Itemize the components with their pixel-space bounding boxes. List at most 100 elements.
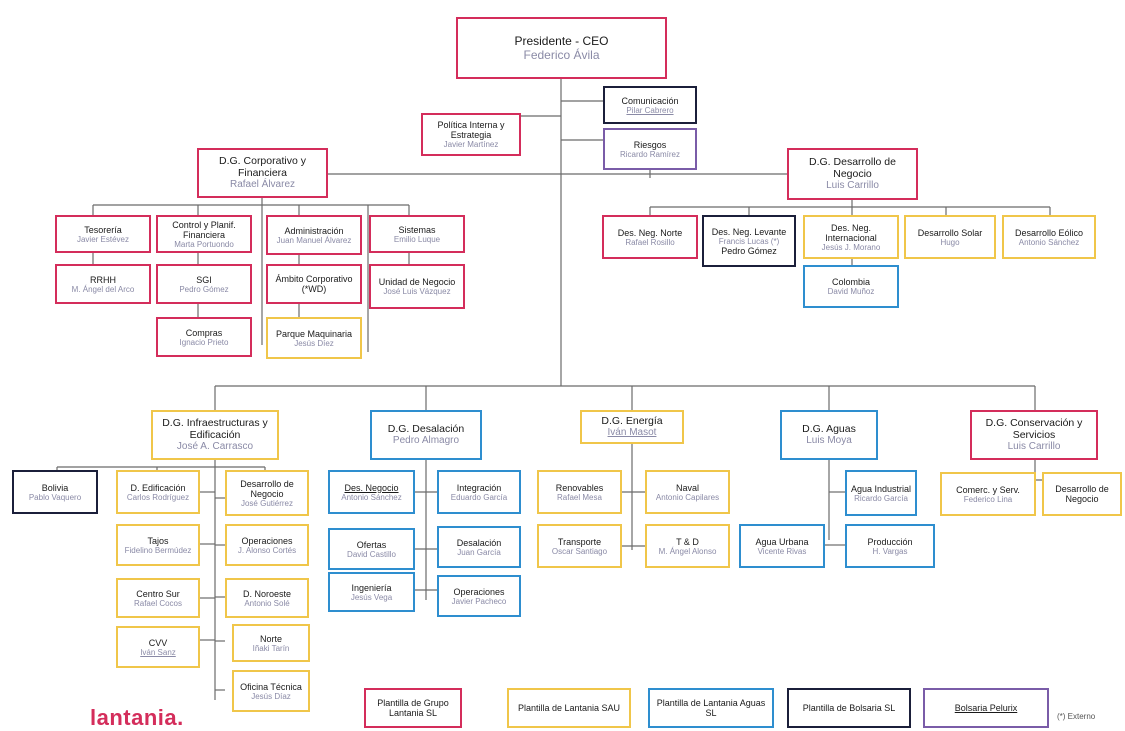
node-title: Política Interna y Estrategia bbox=[437, 120, 505, 140]
legend-label: Plantilla de Lantania SAU bbox=[517, 703, 621, 713]
node-des-levante[interactable]: Des. Neg. Levante Francis Lucas (*) Pedr… bbox=[702, 215, 796, 267]
node-agua-urbana[interactable]: Agua Urbana Vicente Rivas bbox=[739, 524, 825, 568]
node-dg-energia[interactable]: D.G. Energía Iván Masot bbox=[580, 410, 684, 444]
node-ofertas[interactable]: Ofertas David Castillo bbox=[328, 528, 415, 570]
node-d-noroeste[interactable]: D. Noroeste Antonio Solé bbox=[225, 578, 309, 618]
node-oficina-tecnica[interactable]: Oficina Técnica Jesús Díaz bbox=[232, 670, 310, 712]
node-control[interactable]: Control y Planif. Financiera Marta Portu… bbox=[156, 215, 252, 253]
node-des-negocio-desal[interactable]: Des. Negocio Antonio Sánchez bbox=[328, 470, 415, 514]
node-person: Juan Manuel Álvarez bbox=[276, 235, 352, 245]
node-comunicacion[interactable]: Comunicación Pilar Cabrero bbox=[603, 86, 697, 124]
node-title: Comerc. y Serv. bbox=[956, 484, 1020, 495]
node-agua-industrial[interactable]: Agua Industrial Ricardo García bbox=[845, 470, 917, 516]
node-title: D.G. Conservación y Servicios bbox=[985, 417, 1083, 441]
node-norte[interactable]: Norte Iñaki Tarín bbox=[232, 624, 310, 662]
node-operaciones-desal[interactable]: Operaciones Javier Pacheco bbox=[437, 575, 521, 617]
node-title: Control y Planif. Financiera bbox=[172, 219, 236, 240]
node-title: Des. Negocio bbox=[344, 482, 399, 493]
node-title: Compras bbox=[185, 327, 223, 338]
node-ambito-corporativo[interactable]: Ámbito Corporativo (*WD) bbox=[266, 264, 362, 304]
node-person: José Luis Vázquez bbox=[383, 287, 451, 296]
node-colombia[interactable]: Colombia David Muñoz bbox=[803, 265, 899, 308]
node-person: Ricardo Ramírez bbox=[619, 149, 680, 159]
node-desarrollo-eolico[interactable]: Desarrollo Eólico Antonio Sánchez bbox=[1002, 215, 1096, 259]
node-person: Antonio Sánchez bbox=[1018, 237, 1080, 247]
node-rrhh[interactable]: RRHH M. Ángel del Arco bbox=[55, 264, 151, 304]
node-produccion[interactable]: Producción H. Vargas bbox=[845, 524, 935, 568]
node-dg-desalacion[interactable]: D.G. Desalación Pedro Almagro bbox=[370, 410, 482, 460]
node-person: Antonio Solé bbox=[244, 598, 290, 608]
node-title: Centro Sur bbox=[136, 588, 180, 599]
node-edificacion[interactable]: D. Edificación Carlos Rodríguez bbox=[116, 470, 200, 514]
node-tajos[interactable]: Tajos Fidelino Bermúdez bbox=[116, 524, 200, 566]
legend-label: Plantilla de Lantania Aguas SL bbox=[656, 698, 766, 718]
node-title: Parque Maquinaria bbox=[275, 328, 353, 339]
legend-grupo-lantania: Plantilla de Grupo Lantania SL bbox=[364, 688, 462, 728]
node-title: D. Noroeste bbox=[242, 588, 292, 599]
node-dg-corporativo[interactable]: D.G. Corporativo y Financiera Rafael Álv… bbox=[197, 148, 328, 198]
node-ingenieria[interactable]: Ingeniería Jesús Vega bbox=[328, 572, 415, 612]
node-tesoreria[interactable]: Tesorería Javier Estévez bbox=[55, 215, 151, 253]
node-person: M. Ángel del Arco bbox=[71, 284, 135, 294]
node-title: Colombia bbox=[831, 277, 871, 287]
node-parque-maquinaria[interactable]: Parque Maquinaria Jesús Díez bbox=[266, 317, 362, 359]
node-title: Transporte bbox=[557, 536, 602, 547]
node-title: SGI bbox=[196, 274, 212, 285]
node-transporte[interactable]: Transporte Oscar Santiago bbox=[537, 524, 622, 568]
node-person: Pedro Gómez bbox=[179, 284, 229, 294]
node-sgi[interactable]: SGI Pedro Gómez bbox=[156, 264, 252, 304]
node-dg-desarrollo[interactable]: D.G. Desarrollo de Negocio Luis Carrillo bbox=[787, 148, 918, 200]
node-compras[interactable]: Compras Ignacio Prieto bbox=[156, 317, 252, 357]
node-unidad-negocio[interactable]: Unidad de Negocio José Luis Vázquez bbox=[369, 264, 465, 309]
legend-bolsaria: Plantilla de Bolsaria SL bbox=[787, 688, 911, 728]
legend-lantania-aguas: Plantilla de Lantania Aguas SL bbox=[648, 688, 774, 728]
node-dg-infraestructuras[interactable]: D.G. Infraestructuras y Edificación José… bbox=[151, 410, 279, 460]
node-person: Pablo Vaquero bbox=[28, 492, 82, 502]
node-integracion[interactable]: Integración Eduardo García bbox=[437, 470, 521, 514]
node-desarrollo-negocio-infra[interactable]: Desarrollo de Negocio José Gutiérrez bbox=[225, 470, 309, 516]
node-title: Tesorería bbox=[84, 224, 122, 235]
node-t-y-d[interactable]: T & D M. Ángel Alonso bbox=[645, 524, 730, 568]
node-politica[interactable]: Política Interna y Estrategia Javier Mar… bbox=[421, 113, 521, 156]
node-naval[interactable]: Naval Antonio Capilares bbox=[645, 470, 730, 514]
node-person: Eduardo García bbox=[450, 492, 508, 502]
node-dg-conservacion[interactable]: D.G. Conservación y Servicios Luis Carri… bbox=[970, 410, 1098, 460]
node-renovables[interactable]: Renovables Rafael Mesa bbox=[537, 470, 622, 514]
node-operaciones-infra[interactable]: Operaciones J. Alonso Cortés bbox=[225, 524, 309, 566]
legend-label: Plantilla de Grupo Lantania SL bbox=[377, 698, 449, 718]
node-person: Hugo bbox=[940, 237, 960, 247]
node-dg-aguas[interactable]: D.G. Aguas Luis Moya bbox=[780, 410, 878, 460]
node-comerc-serv[interactable]: Comerc. y Serv. Federico Lina bbox=[940, 472, 1036, 516]
node-title: Presidente - CEO bbox=[514, 34, 609, 48]
node-person: Rafael Rosillo bbox=[625, 237, 675, 247]
node-person: Ricardo García bbox=[854, 493, 908, 503]
node-title: Operaciones bbox=[241, 535, 293, 546]
node-desarrollo-solar[interactable]: Desarrollo Solar Hugo bbox=[904, 215, 996, 259]
node-cvv[interactable]: CVV Iván Sanz bbox=[116, 626, 200, 668]
node-bolivia[interactable]: Bolivia Pablo Vaquero bbox=[12, 470, 98, 514]
node-person: José Gutiérrez bbox=[240, 498, 294, 508]
node-title: Renovables bbox=[555, 482, 604, 493]
node-centro-sur[interactable]: Centro Sur Rafael Cocos bbox=[116, 578, 200, 618]
node-title: Producción bbox=[867, 536, 913, 547]
node-riesgos[interactable]: Riesgos Ricardo Ramírez bbox=[603, 128, 697, 170]
node-title: D. Edificación bbox=[130, 482, 186, 493]
node-person: Emilio Luque bbox=[393, 234, 441, 244]
node-desalacion-op[interactable]: Desalación Juan García bbox=[437, 526, 521, 568]
node-des-internacional[interactable]: Des. Neg. Internacional Jesús J. Morano bbox=[803, 215, 899, 259]
footnote: (*) Externo bbox=[1057, 712, 1096, 721]
node-desarrollo-negocio-cons[interactable]: Desarrollo de Negocio bbox=[1042, 472, 1122, 516]
node-person: Javier Estévez bbox=[76, 234, 130, 244]
node-ceo[interactable]: Presidente - CEO Federico Ávila bbox=[456, 17, 667, 79]
node-des-norte[interactable]: Des. Neg. Norte Rafael Rosillo bbox=[602, 215, 698, 259]
node-sistemas[interactable]: Sistemas Emilio Luque bbox=[369, 215, 465, 253]
node-administracion[interactable]: Administración Juan Manuel Álvarez bbox=[266, 215, 362, 255]
legend-lantania-sau: Plantilla de Lantania SAU bbox=[507, 688, 631, 728]
node-title: Agua Urbana bbox=[755, 536, 809, 547]
node-person: Iván Masot bbox=[607, 427, 657, 438]
node-title: Naval bbox=[675, 482, 699, 493]
node-title: RRHH bbox=[90, 274, 116, 285]
node-person: Marta Portuondo bbox=[174, 239, 234, 249]
node-person: David Muñoz bbox=[827, 287, 875, 296]
node-person: Oscar Santiago bbox=[551, 546, 608, 556]
